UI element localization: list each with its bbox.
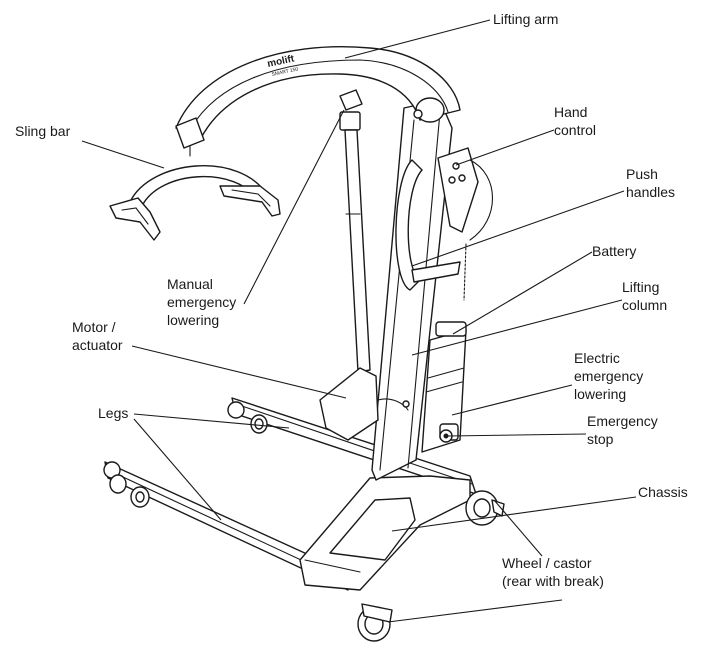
label-wheel-castor-line2: (rear with break) [502,573,604,589]
rear-wheel [465,490,505,526]
leader-lifting-arm [344,19,491,59]
label-electric-emergency-lowering-line3: lowering [574,386,626,402]
label-electric-emergency-lowering-line2: emergency [574,368,643,384]
label-manual-emergency-lowering-line3: lowering [167,312,219,328]
hand-control-device [437,147,493,301]
leader-wheel-rear [493,499,543,557]
label-hand-control-line2: control [554,122,596,138]
model-mark: SMART 150 [271,66,299,78]
leader-sling-bar [81,140,165,169]
label-hand-control-line1: Hand [554,104,587,120]
leader-battery [452,251,593,335]
leader-manual-emergency-lowering [243,109,345,305]
label-lifting-arm: Lifting arm [493,11,558,27]
leader-motor-actuator [131,345,347,399]
label-motor-actuator-line1: Motor / [72,319,116,335]
leader-legs-right [133,413,290,429]
label-lifting-column-line2: column [622,297,667,313]
leader-hand-control [455,129,555,166]
leader-push-handles [411,190,625,267]
leader-electric-emergency-lowering [451,384,573,416]
leader-wheel-front [387,599,563,623]
label-legs: Legs [98,405,128,421]
left-leg [103,461,349,591]
sling-bar-body [109,117,281,241]
label-push-handles-line2: handles [626,184,675,200]
leader-emergency-stop [447,433,587,437]
label-manual-emergency-lowering-line1: Manual [167,276,213,292]
label-sling-bar: Sling bar [15,123,71,139]
label-chassis: Chassis [638,484,688,500]
leader-lines [81,19,637,623]
labels: Lifting arm Sling bar Hand control Push … [15,11,688,589]
label-push-handles-line1: Push [626,166,658,182]
push-handles [395,159,461,291]
leader-legs-left [133,418,222,521]
label-motor-actuator-line2: actuator [72,337,123,353]
label-electric-emergency-lowering-line1: Electric [574,350,620,366]
label-manual-emergency-lowering-line2: emergency [167,294,236,310]
chassis-body [299,475,471,591]
label-lifting-column-line1: Lifting [622,279,659,295]
leader-lifting-column [411,299,623,356]
label-wheel-castor-line1: Wheel / castor [502,555,592,571]
front-wheel [357,603,393,642]
label-emergency-stop-line1: Emergency [587,413,658,429]
leader-chassis [391,496,637,532]
label-emergency-stop-line2: stop [587,431,614,447]
label-battery: Battery [592,243,636,259]
actuator-body [319,89,410,441]
lifting-arm-body: molift SMART 150 [175,46,461,141]
lift-illustration: molift SMART 150 [103,46,505,642]
